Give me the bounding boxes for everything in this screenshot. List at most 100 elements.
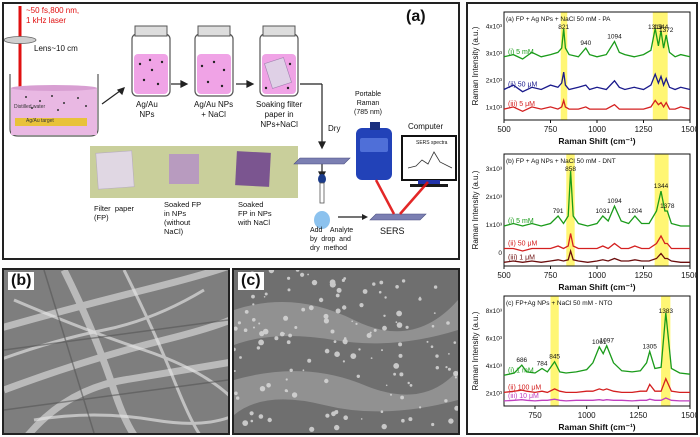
- y-tick-label: 8x10³: [486, 308, 503, 315]
- nanoparticle-dot: [385, 384, 388, 387]
- peak-label: 686: [516, 357, 527, 364]
- nanoparticle-dot: [359, 303, 364, 308]
- nanoparticle-dot: [447, 367, 451, 371]
- nanoparticle-dot: [262, 328, 269, 335]
- nanoparticle-dot: [291, 392, 298, 398]
- nanoparticle-dot: [453, 341, 457, 344]
- series-label: (i) 5 mM: [508, 49, 534, 56]
- chart-title: (a) FP + Ag NPs + NaCl 50 mM - PA: [506, 16, 611, 23]
- nanoparticle-dot: [445, 366, 448, 369]
- peak-label: 821: [558, 24, 569, 31]
- sem-image-b: [4, 270, 228, 433]
- nanoparticle-dot: [393, 363, 400, 369]
- nanoparticle-dot: [408, 417, 413, 422]
- nanoparticle-dot: [444, 399, 448, 403]
- nanoparticle-dot: [448, 418, 454, 424]
- raman-device-icon: [356, 122, 392, 180]
- highlight-band: [560, 12, 568, 120]
- nanoparticle-dot: [249, 411, 254, 416]
- nanoparticle-dot: [430, 345, 434, 348]
- nanoparticle-dot: [236, 396, 240, 400]
- series-label: (iii) 5 μM: [508, 101, 535, 108]
- np-label: Ag/Au NPs: [136, 100, 158, 119]
- nanoparticle-dot: [384, 296, 387, 299]
- nanoparticle-dot: [362, 289, 368, 294]
- nanoparticle-dot: [370, 357, 373, 359]
- y-axis-label: Raman Intensity (a.u.): [471, 311, 480, 390]
- highlight-band: [654, 154, 669, 266]
- nanoparticle-dot: [287, 288, 291, 292]
- soaked-fp-label: Soaked FP in NPs (without NaCl): [164, 200, 202, 236]
- nanoparticle-dot: [308, 305, 314, 311]
- schematic-drawing: [4, 6, 457, 229]
- nanoparticle-dot: [435, 366, 439, 370]
- nanoparticle-dot: [252, 318, 256, 322]
- nanoparticle-dot: [234, 391, 238, 396]
- target-label: Ag/Au target: [26, 118, 54, 124]
- nanoparticle-dot: [333, 340, 337, 343]
- x-tick-label: 1000: [578, 411, 596, 420]
- chart-title: (c) FP+Ag NPs + NaCl 50 mM - NTO: [506, 300, 612, 307]
- nanoparticle-dot: [390, 393, 392, 396]
- sem-panel-c: (c): [232, 268, 460, 435]
- nanoparticle-dot: [435, 354, 439, 358]
- peak-label: 1061: [592, 339, 607, 346]
- y-tick-label: 1x10³: [486, 105, 503, 112]
- nanoparticle-dot: [358, 348, 361, 351]
- nanoparticle-dot: [253, 326, 255, 329]
- nanoparticle-dot: [336, 287, 342, 293]
- nanoparticle-dot: [398, 342, 403, 347]
- nanoparticle-dot: [398, 353, 403, 358]
- nanoparticle-dot: [335, 293, 340, 298]
- nanoparticle-dot: [343, 337, 347, 340]
- x-tick-label: 750: [528, 411, 542, 420]
- nanoparticle-dot: [258, 339, 264, 346]
- series-line: [504, 233, 690, 252]
- series-line: [503, 28, 691, 60]
- nanoparticle-dot: [381, 349, 383, 352]
- lens-icon: [4, 36, 37, 44]
- nanoparticle-dot: [289, 368, 293, 372]
- nanoparticle-dot: [286, 340, 291, 345]
- nanoparticle-dot: [433, 285, 438, 289]
- peak-label: 1383: [659, 308, 674, 315]
- dropper-icon: [314, 174, 330, 229]
- series-label: (i) 1 mM: [508, 367, 534, 374]
- nanoparticle-dot: [323, 318, 329, 324]
- nanoparticle-dot: [433, 312, 436, 314]
- schematic-panel: (a) ~50 fs,800 nm, 1 kHz laser Lens~10 c…: [2, 2, 460, 260]
- x-tick-label: 750: [544, 125, 558, 134]
- nanoparticle-dot: [399, 372, 404, 377]
- nanoparticle-dot: [395, 285, 399, 289]
- nanoparticle-dot: [234, 347, 236, 352]
- nanoparticle-dot: [263, 296, 266, 298]
- nanoparticle-dot: [355, 322, 358, 325]
- x-tick-label: 500: [497, 125, 511, 134]
- water-fill: [11, 88, 97, 135]
- nanoparticle-dot: [454, 405, 458, 411]
- nanoparticle-dot: [243, 328, 248, 332]
- x-tick-label: 750: [544, 271, 558, 280]
- x-tick-label: 1250: [635, 125, 653, 134]
- sem-panel-b: (b): [2, 268, 230, 435]
- series-label: (ii) 50 μM: [508, 81, 537, 88]
- nanoparticle-dot: [405, 325, 409, 329]
- nanoparticle-dot: [237, 321, 241, 325]
- nanoparticle-dot: [393, 372, 396, 376]
- nanoparticle-dot: [342, 360, 345, 363]
- nanoparticle-dot: [325, 413, 330, 418]
- nanoparticle-dot: [453, 370, 458, 377]
- nanoparticle-dot: [267, 417, 272, 423]
- series-line: [503, 248, 690, 263]
- nanoparticle-dot: [307, 273, 309, 276]
- nanoparticle-dot: [324, 348, 330, 354]
- nanoparticle-dot: [242, 420, 249, 426]
- nanoparticle-dot: [311, 279, 318, 286]
- nanoparticle-dot: [250, 419, 254, 423]
- peak-label: 845: [549, 354, 560, 361]
- series-label: (ii) 100 μM: [508, 384, 541, 391]
- nanoparticle-dot: [409, 384, 413, 387]
- nanoparticle-dot: [309, 426, 315, 432]
- nanoparticle-dot: [448, 353, 450, 355]
